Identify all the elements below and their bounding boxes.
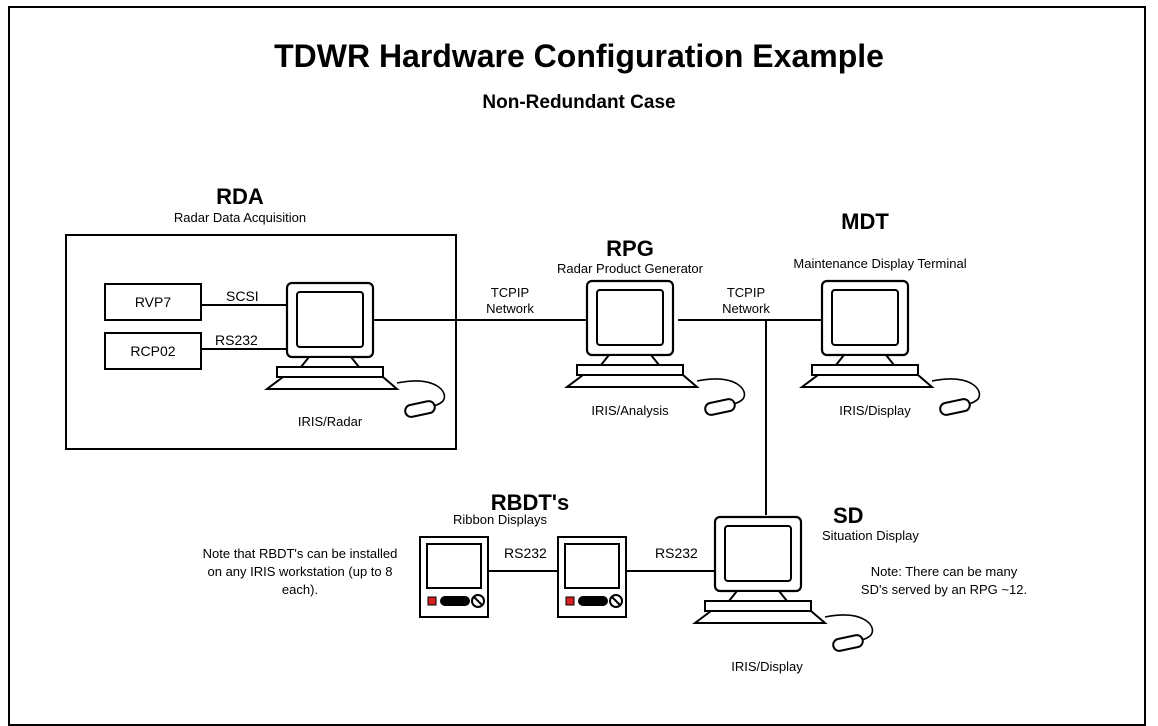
rbdt-note: Note that RBDT's can be installed on any… (202, 546, 398, 597)
rda-caption: Radar Data Acquisition (173, 210, 307, 225)
network-left-line2: Network (486, 301, 534, 316)
mdt-workstation-icon (800, 279, 981, 418)
rcp02-label: RCP02 (130, 343, 176, 359)
sd-note: Note: There can be many SD's served by a… (860, 564, 1028, 597)
ribbon-display-1-icon (419, 536, 489, 618)
rpg-caption: Radar Product Generator (557, 261, 703, 276)
scsi-label: SCSI (226, 288, 259, 304)
network-left-line1: TCPIP (490, 285, 530, 300)
mdt-caption: Maintenance Display Terminal (793, 256, 967, 271)
page-subtitle: Non-Redundant Case (482, 92, 676, 113)
rda-workstation-label: IRIS/Radar (297, 414, 363, 429)
rcp02-box (104, 332, 202, 370)
rs232-label-ribbon: RS232 (504, 545, 547, 561)
rpg-heading: RPG (606, 236, 654, 261)
rbdt-heading: RBDT's (490, 490, 570, 515)
diagram-canvas (65, 234, 981, 654)
page-title: TDWR Hardware Configuration Example (274, 38, 884, 74)
rs232-label-rcp02: RS232 (215, 332, 258, 348)
mdt-heading: MDT (841, 209, 889, 234)
rpg-workstation-label: IRIS/Analysis (591, 403, 669, 418)
rda-enclosure (65, 234, 457, 450)
sd-heading: SD (833, 503, 864, 528)
sd-workstation-label: IRIS/Display (731, 659, 803, 674)
sd-caption: Situation Display (822, 528, 919, 543)
network-right-line1: TCPIP (726, 285, 766, 300)
mdt-workstation-label: IRIS/Display (839, 403, 911, 418)
rda-heading: RDA (216, 184, 264, 209)
rs232-label-sd: RS232 (655, 545, 698, 561)
network-right-line2: Network (722, 301, 770, 316)
rda-workstation-icon (265, 281, 446, 420)
rvp7-box (104, 283, 202, 321)
rvp7-label: RVP7 (134, 294, 172, 310)
ribbon-display-2-icon (557, 536, 627, 618)
rbdt-caption: Ribbon Displays (453, 512, 547, 527)
